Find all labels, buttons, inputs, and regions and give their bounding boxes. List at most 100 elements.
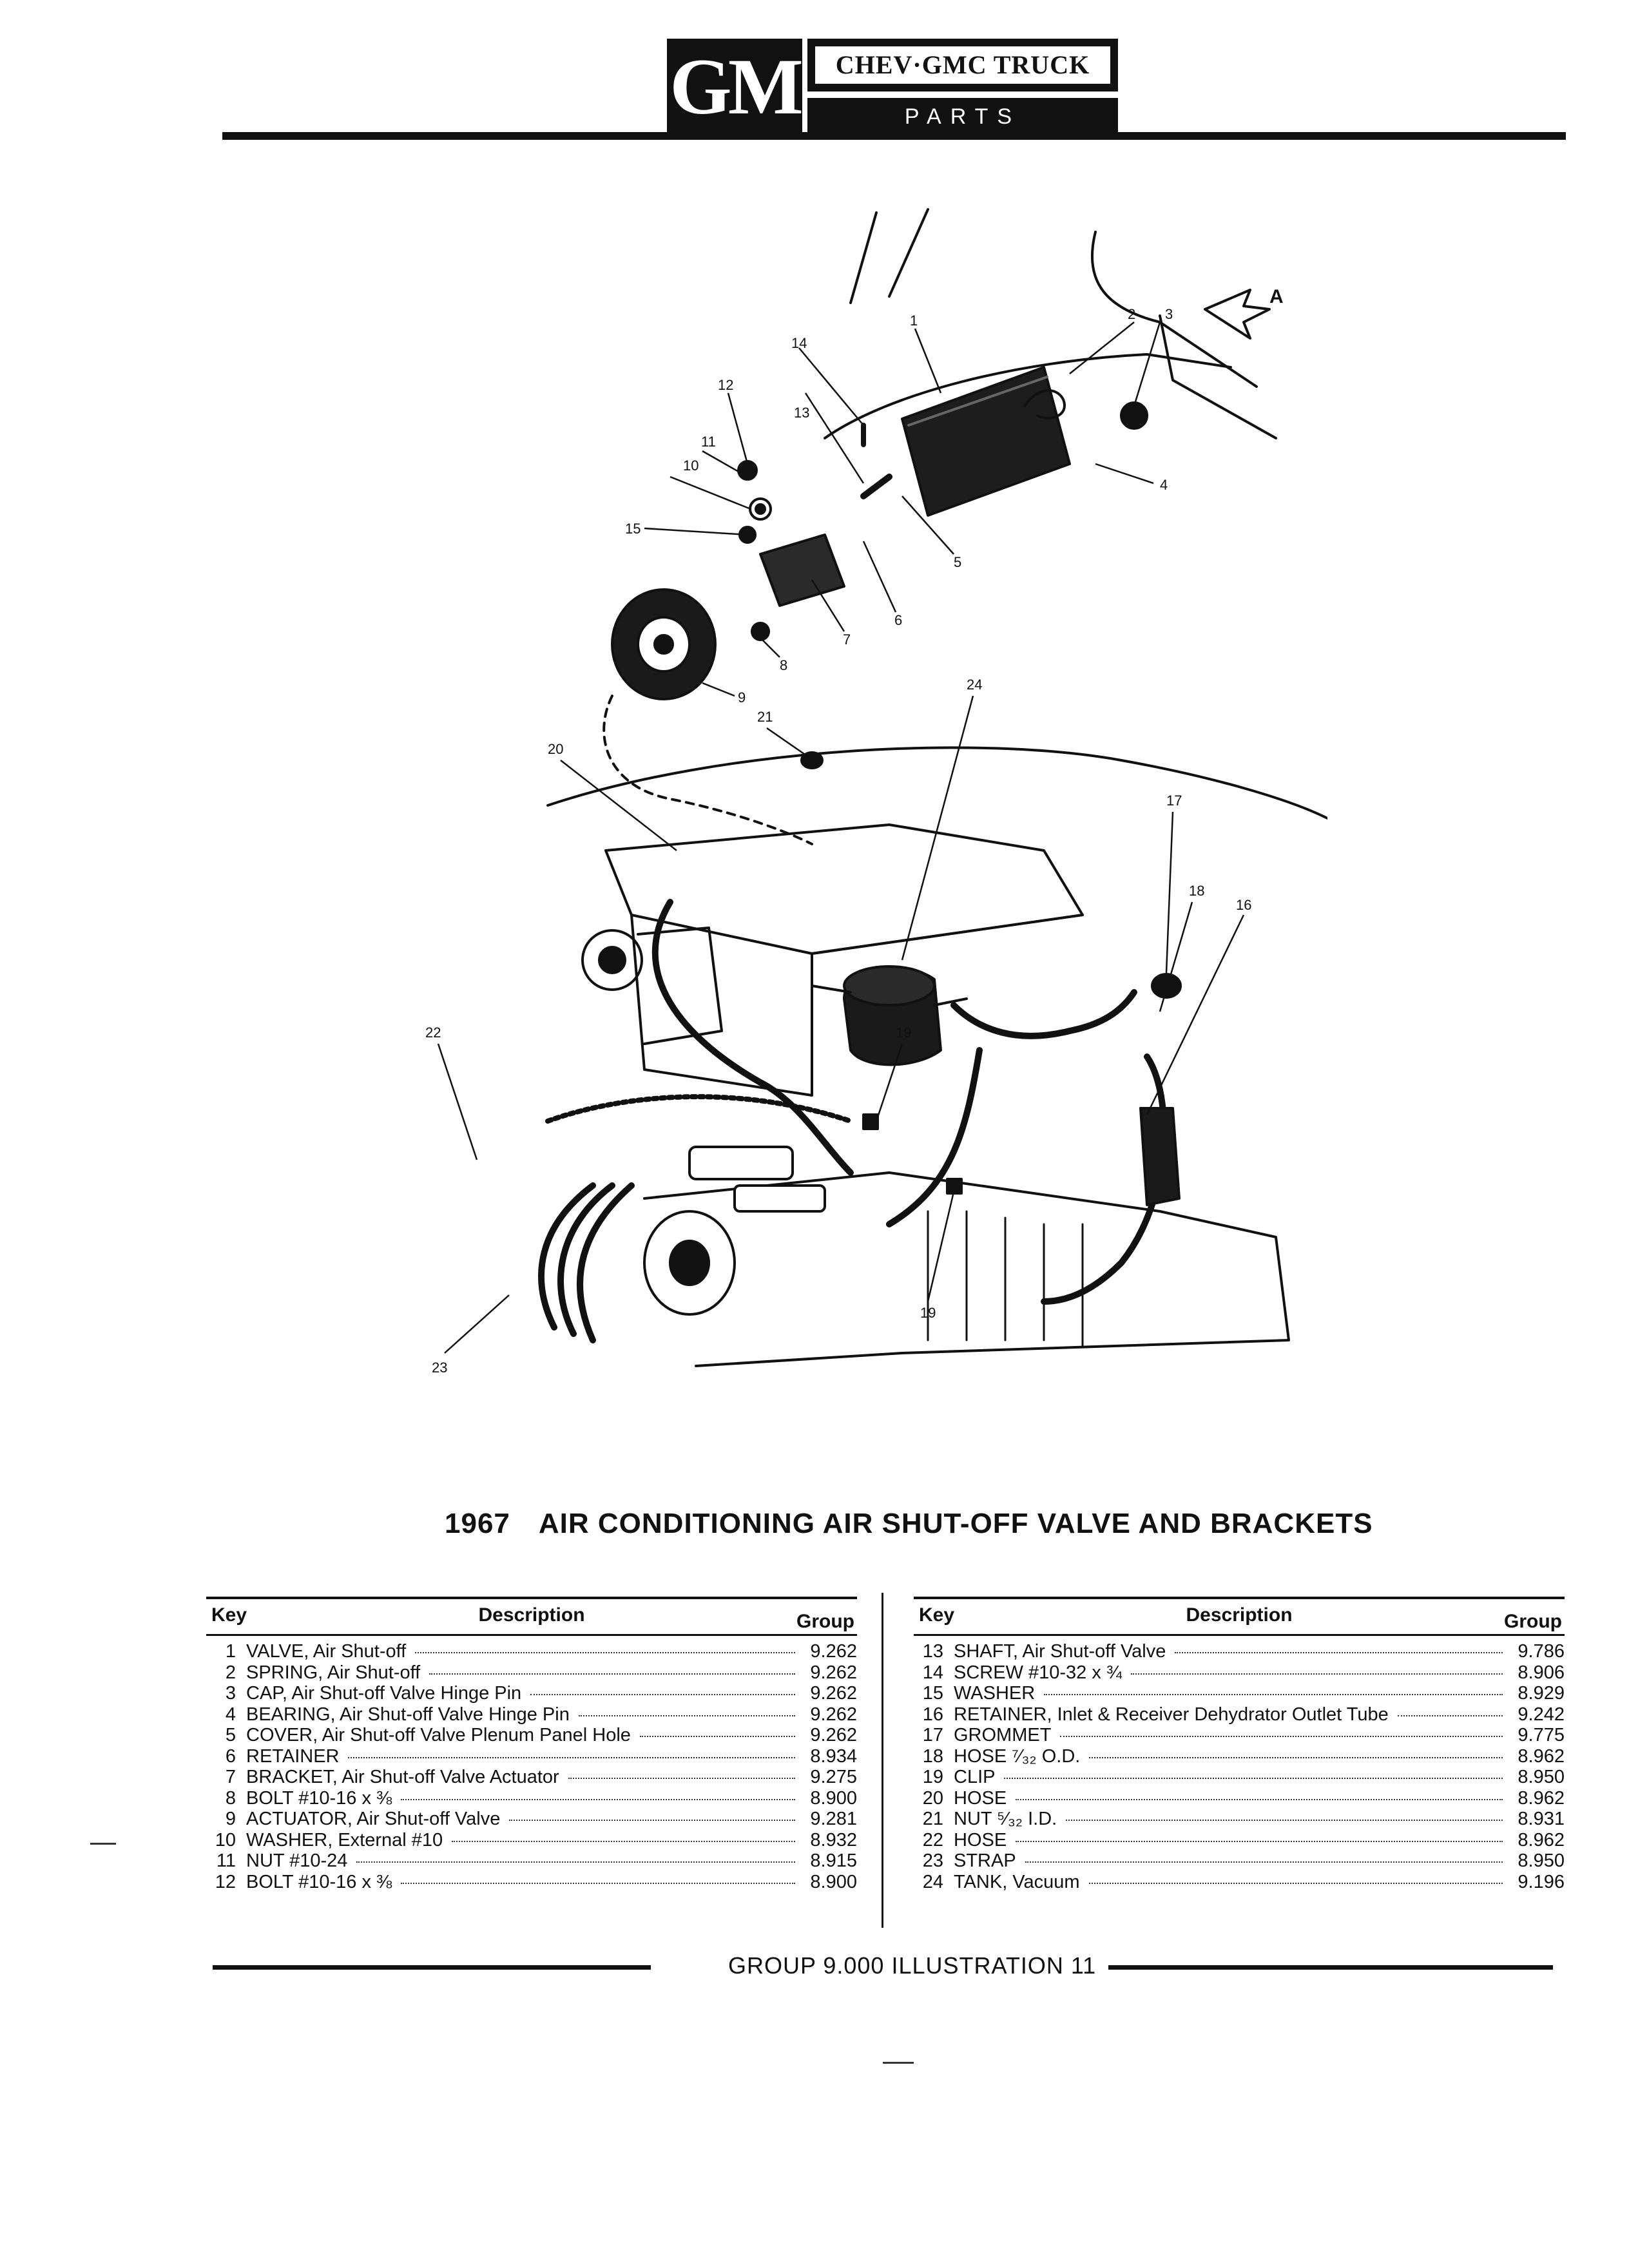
leader-dots: [1089, 1756, 1503, 1758]
leader-dots: [509, 1820, 795, 1821]
header-group: Group: [1504, 1611, 1562, 1632]
row-key: 9: [225, 1809, 236, 1829]
row-key: 14: [922, 1662, 943, 1683]
row-description: SPRING, Air Shut-off: [246, 1662, 421, 1683]
row-description: HOSE ⁷⁄₃₂ O.D.: [954, 1745, 1081, 1767]
row-description: BRACKET, Air Shut-off Valve Actuator: [246, 1767, 559, 1787]
leader-dots: [1004, 1778, 1503, 1779]
row-description: CLIP: [954, 1767, 996, 1787]
scan-mark: [90, 1843, 116, 1845]
callout-20: 20: [548, 741, 563, 757]
row-key: 5: [225, 1725, 236, 1745]
row-key: 13: [922, 1641, 943, 1662]
callout-9: 9: [738, 689, 746, 706]
footer-rule-left: [213, 1965, 651, 1970]
table-row: 19 CLIP 8.950: [914, 1767, 1565, 1788]
row-key: 20: [922, 1787, 943, 1809]
brand-line: CHEV·GMC TRUCK: [815, 46, 1110, 84]
leader-dots: [429, 1673, 795, 1675]
row-description: BEARING, Air Shut-off Valve Hinge Pin: [246, 1704, 570, 1725]
row-key: 12: [215, 1871, 236, 1892]
leader-dots: [530, 1694, 795, 1695]
row-key: 16: [922, 1704, 943, 1725]
leader-dots: [1175, 1652, 1503, 1653]
row-description: TANK, Vacuum: [954, 1871, 1080, 1892]
table-header: Key Description Group: [914, 1597, 1565, 1636]
header-key: Key: [919, 1604, 955, 1626]
row-description: WASHER: [954, 1683, 1036, 1704]
row-description: BOLT #10-16 x ⅜: [246, 1871, 392, 1892]
parts-illustration: 1 2 3 4 5 6 7 8 9 10 11 12 13 14 15 16 1…: [425, 208, 1327, 1376]
row-group: 9.262: [810, 1704, 857, 1725]
row-description: SHAFT, Air Shut-off Valve: [954, 1641, 1166, 1662]
callout-8: 8: [780, 657, 787, 673]
callout-12: 12: [718, 377, 733, 393]
row-group: 9.281: [810, 1809, 857, 1829]
leader-dots: [1060, 1736, 1503, 1737]
row-group: 8.915: [810, 1850, 857, 1871]
leader-dots: [348, 1756, 795, 1758]
row-description: SCREW #10-32 x ¾: [954, 1662, 1123, 1683]
header-group: Group: [796, 1611, 854, 1632]
parts-table-right: Key Description Group 13 SHAFT, Air Shut-…: [914, 1597, 1565, 1892]
footer-text: GROUP 9.000 ILLUSTRATION 11: [728, 1952, 1097, 1979]
leader-dots: [568, 1778, 795, 1779]
row-group: 8.931: [1518, 1809, 1565, 1829]
leader-dots: [578, 1715, 795, 1716]
row-group: 9.275: [810, 1767, 857, 1787]
leader-dots: [1016, 1840, 1503, 1842]
row-key: 19: [922, 1767, 943, 1787]
callout-1: 1: [910, 312, 918, 329]
callout-4: 4: [1160, 477, 1168, 493]
header-description: Description: [478, 1604, 585, 1626]
leader-dots: [1016, 1798, 1503, 1800]
row-group: 8.929: [1518, 1683, 1565, 1704]
callout-19-lower: 19: [920, 1305, 936, 1321]
callout-5: 5: [954, 554, 961, 570]
row-key: 2: [225, 1662, 236, 1683]
callout-15: 15: [625, 521, 641, 537]
row-group: 8.900: [810, 1787, 857, 1809]
leader-dots: [1044, 1694, 1503, 1695]
callout-13: 13: [794, 405, 809, 421]
row-description: STRAP: [954, 1850, 1016, 1871]
row-group: 8.950: [1518, 1767, 1565, 1787]
leader-dots: [1088, 1882, 1503, 1884]
scan-mark: [883, 2062, 914, 2064]
catalogue-line: PARTS CATALOGUE: [807, 98, 1118, 166]
row-key: 6: [225, 1745, 236, 1767]
leader-dots: [415, 1652, 795, 1653]
row-description: COVER, Air Shut-off Valve Plenum Panel H…: [246, 1725, 631, 1745]
row-key: 21: [922, 1809, 943, 1829]
row-key: 11: [216, 1850, 236, 1871]
header-key: Key: [211, 1604, 247, 1626]
table-divider: [882, 1593, 883, 1928]
leader-dots: [401, 1798, 795, 1800]
row-key: 10: [215, 1829, 236, 1850]
row-group: 9.242: [1518, 1704, 1565, 1725]
row-key: 22: [922, 1829, 943, 1850]
leader-dots: [1131, 1673, 1503, 1675]
header-rule: [222, 132, 1566, 140]
leader-dots: [401, 1882, 795, 1884]
leader-dots: [1066, 1820, 1503, 1821]
callout-17: 17: [1166, 793, 1182, 809]
callout-24: 24: [967, 677, 982, 693]
